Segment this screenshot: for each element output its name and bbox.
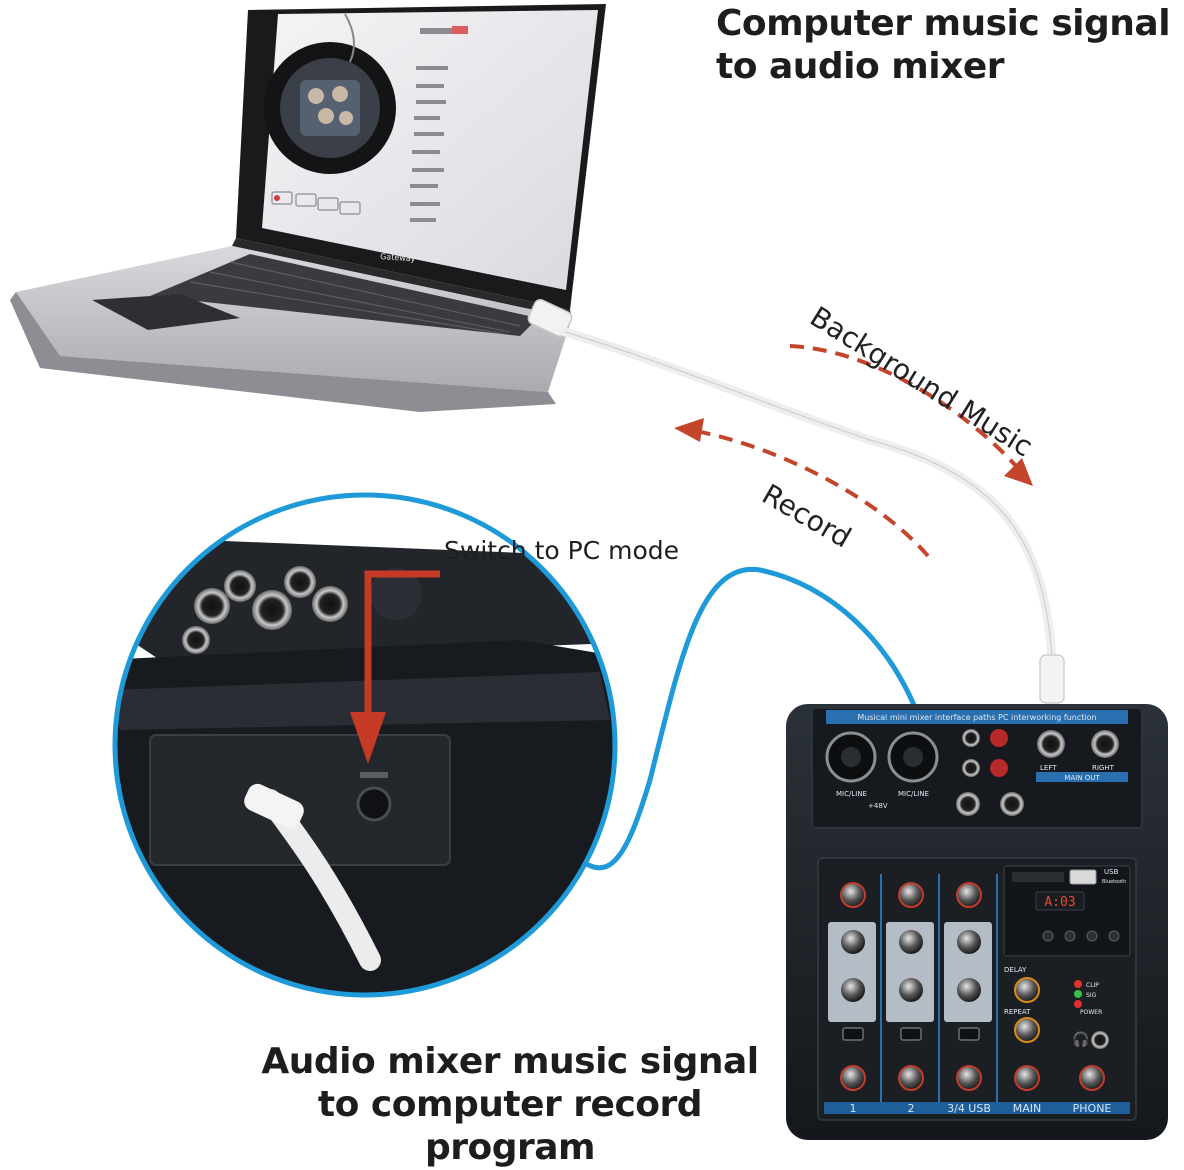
high-eq-knob-1[interactable] xyxy=(841,930,865,954)
main-out-label: MAIN OUT xyxy=(1064,774,1100,782)
mixer-banner: Musical mini mixer interface paths PC in… xyxy=(857,713,1096,722)
headphone-icon: 🎧 xyxy=(1072,1031,1089,1048)
bottom-headline: Audio mixer music signal to computer rec… xyxy=(240,1040,780,1170)
clip-label: CLIP xyxy=(1086,982,1099,989)
left-label: LEFT xyxy=(1040,764,1057,772)
laptop: Gateway xyxy=(10,4,606,412)
top-headline: Computer music signal to audio mixer xyxy=(716,2,1176,88)
vol-knob-3[interactable] xyxy=(956,1065,982,1091)
low-eq-knob-3[interactable] xyxy=(957,978,981,1002)
efx-button-3[interactable] xyxy=(958,1027,980,1041)
mixer-main-out-jacks xyxy=(1037,730,1119,758)
led-display xyxy=(1035,891,1085,911)
laptop-screen-music-app xyxy=(264,13,468,222)
high-eq-knob-2[interactable] xyxy=(899,930,923,954)
power-label: POWER xyxy=(1080,1009,1102,1016)
repeat-label: REPEAT xyxy=(1004,1008,1031,1016)
laptop-usb-plug xyxy=(527,298,573,338)
channel-label-main: MAIN xyxy=(1013,1102,1042,1115)
switch-to-pc-mode-label: Switch to PC mode xyxy=(444,536,680,565)
phantom-label: +48V xyxy=(868,802,888,810)
gain-knob-2[interactable] xyxy=(898,882,924,908)
channel-label-3: 3/4 USB xyxy=(947,1102,991,1115)
mixer-rca-jacks xyxy=(956,729,1024,816)
sig-label: SIG xyxy=(1086,992,1097,999)
mic-line-label-2: MIC/LINE xyxy=(898,790,929,798)
usb-port[interactable] xyxy=(1069,869,1097,885)
record-arrow xyxy=(674,418,930,558)
phone-vol-knob[interactable] xyxy=(1079,1065,1105,1091)
main-vol-knob[interactable] xyxy=(1014,1065,1040,1091)
mixer-xlr-inputs xyxy=(825,731,939,783)
background-music-label: Background Music xyxy=(804,300,1038,463)
headphone-jack[interactable] xyxy=(1091,1031,1109,1049)
blue-audio-cable xyxy=(537,566,923,871)
top-headline-line2: to audio mixer xyxy=(716,46,1005,88)
zoom-detail xyxy=(112,492,618,998)
vol-knob-2[interactable] xyxy=(898,1065,924,1091)
usb-label: USB xyxy=(1104,868,1119,876)
channel-label-phone: PHONE xyxy=(1073,1102,1112,1115)
led-display-text: A:03 xyxy=(1044,895,1075,910)
player-mode-button[interactable] xyxy=(1108,930,1120,942)
laptop-brand-logo: Gateway xyxy=(380,252,416,263)
efx-button-1[interactable] xyxy=(842,1027,864,1041)
delay-label: DELAY xyxy=(1004,966,1027,974)
record-label: Record xyxy=(757,477,857,554)
gain-knob-3[interactable] xyxy=(956,882,982,908)
bluetooth-label: Bluetooth xyxy=(1102,879,1126,885)
player-play-button[interactable] xyxy=(1042,930,1054,942)
audio-mixer: Musical mini mixer interface paths PC in… xyxy=(786,704,1168,1140)
bottom-headline-line1: Audio mixer music signal xyxy=(261,1041,759,1082)
switch-callout-pointer xyxy=(350,570,440,764)
top-headline-line1: Computer music signal xyxy=(716,3,1171,44)
zoom-rca-jacks xyxy=(182,566,422,654)
background-music-arrow xyxy=(789,344,1033,486)
mixer-usb-c-plug xyxy=(1039,654,1065,704)
high-eq-knob-3[interactable] xyxy=(957,930,981,954)
efx-button-2[interactable] xyxy=(900,1027,922,1041)
pc-mode-switch-button[interactable] xyxy=(356,786,392,822)
right-label: RIGHT xyxy=(1092,764,1115,772)
channel-label-1: 1 xyxy=(850,1102,857,1115)
vol-knob-1[interactable] xyxy=(840,1065,866,1091)
bottom-headline-line2: to computer record program xyxy=(317,1084,703,1169)
mic-line-label-1: MIC/LINE xyxy=(836,790,867,798)
player-next-button[interactable] xyxy=(1086,930,1098,942)
mixer-knobs xyxy=(840,882,1105,1091)
gain-knob-1[interactable] xyxy=(840,882,866,908)
low-eq-knob-1[interactable] xyxy=(841,978,865,1002)
low-eq-knob-2[interactable] xyxy=(899,978,923,1002)
repeat-knob[interactable] xyxy=(1014,1017,1040,1043)
channel-label-2: 2 xyxy=(908,1102,915,1115)
player-prev-button[interactable] xyxy=(1064,930,1076,942)
delay-knob[interactable] xyxy=(1014,977,1040,1003)
